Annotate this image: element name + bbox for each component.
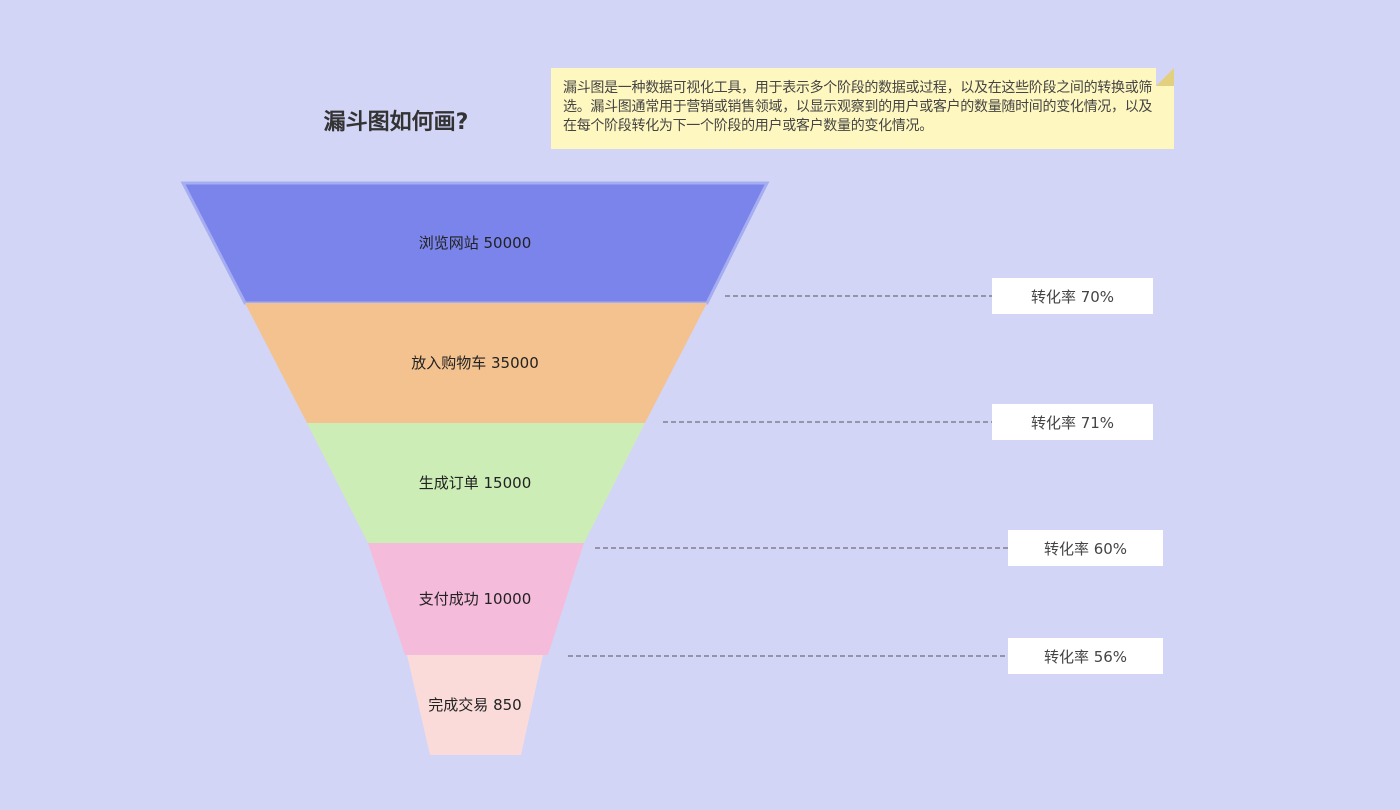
conversion-rate-3: 转化率 60% bbox=[1008, 530, 1163, 566]
funnel-stage-label: 支付成功 10000 bbox=[419, 590, 532, 608]
conversion-rate-2: 转化率 71% bbox=[992, 404, 1153, 440]
diagram-title: 漏斗图如何画? bbox=[323, 110, 469, 135]
funnel-stage-3 bbox=[307, 423, 645, 543]
funnel-stage-5 bbox=[407, 655, 543, 755]
conversion-rate-1: 转化率 70% bbox=[992, 278, 1153, 314]
funnel-stage-4 bbox=[368, 543, 584, 655]
funnel-stage-2 bbox=[245, 303, 707, 423]
funnel-stage-label: 放入购物车 35000 bbox=[411, 354, 539, 372]
conversion-rate-4: 转化率 56% bbox=[1008, 638, 1163, 674]
funnel-stage-label: 完成交易 850 bbox=[428, 696, 521, 714]
funnel-stage-label: 生成订单 15000 bbox=[419, 474, 532, 492]
description-note: 漏斗图是一种数据可视化工具，用于表示多个阶段的数据或过程，以及在这些阶段之间的转… bbox=[551, 68, 1174, 149]
note-fold-corner bbox=[1156, 68, 1174, 86]
note-text: 漏斗图是一种数据可视化工具，用于表示多个阶段的数据或过程，以及在这些阶段之间的转… bbox=[563, 80, 1153, 134]
funnel-stage-label: 浏览网站 50000 bbox=[419, 234, 532, 252]
